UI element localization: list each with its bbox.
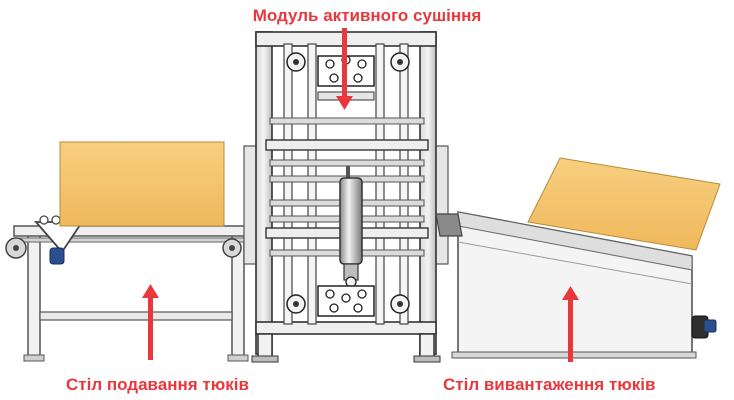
label-feed-table: Стіл подавання тюків — [66, 375, 249, 394]
feed-bale — [59, 141, 225, 227]
feed-table-crossbar — [39, 311, 233, 321]
arrow-feed-table — [148, 296, 153, 360]
module-column-right — [419, 31, 437, 355]
arrow-drying-module — [342, 28, 347, 98]
module-column-left — [255, 31, 273, 355]
feed-table-leg-left — [27, 229, 41, 359]
feed-table — [5, 141, 255, 362]
feed-motor — [49, 247, 65, 265]
label-drying-module: Модуль активного сушіння — [252, 6, 482, 25]
label-unload-table: Стіл вивантаження тюків — [443, 375, 656, 394]
lower-chain-assembly — [286, 285, 410, 317]
unload-table — [435, 157, 721, 359]
central-cylinder — [339, 166, 363, 288]
module-bottom-beam — [255, 321, 437, 335]
pointer-arrows — [142, 28, 579, 362]
unload-bale — [527, 157, 721, 251]
arrow-unload-table — [568, 298, 573, 362]
upper-chain-assembly — [286, 52, 410, 101]
